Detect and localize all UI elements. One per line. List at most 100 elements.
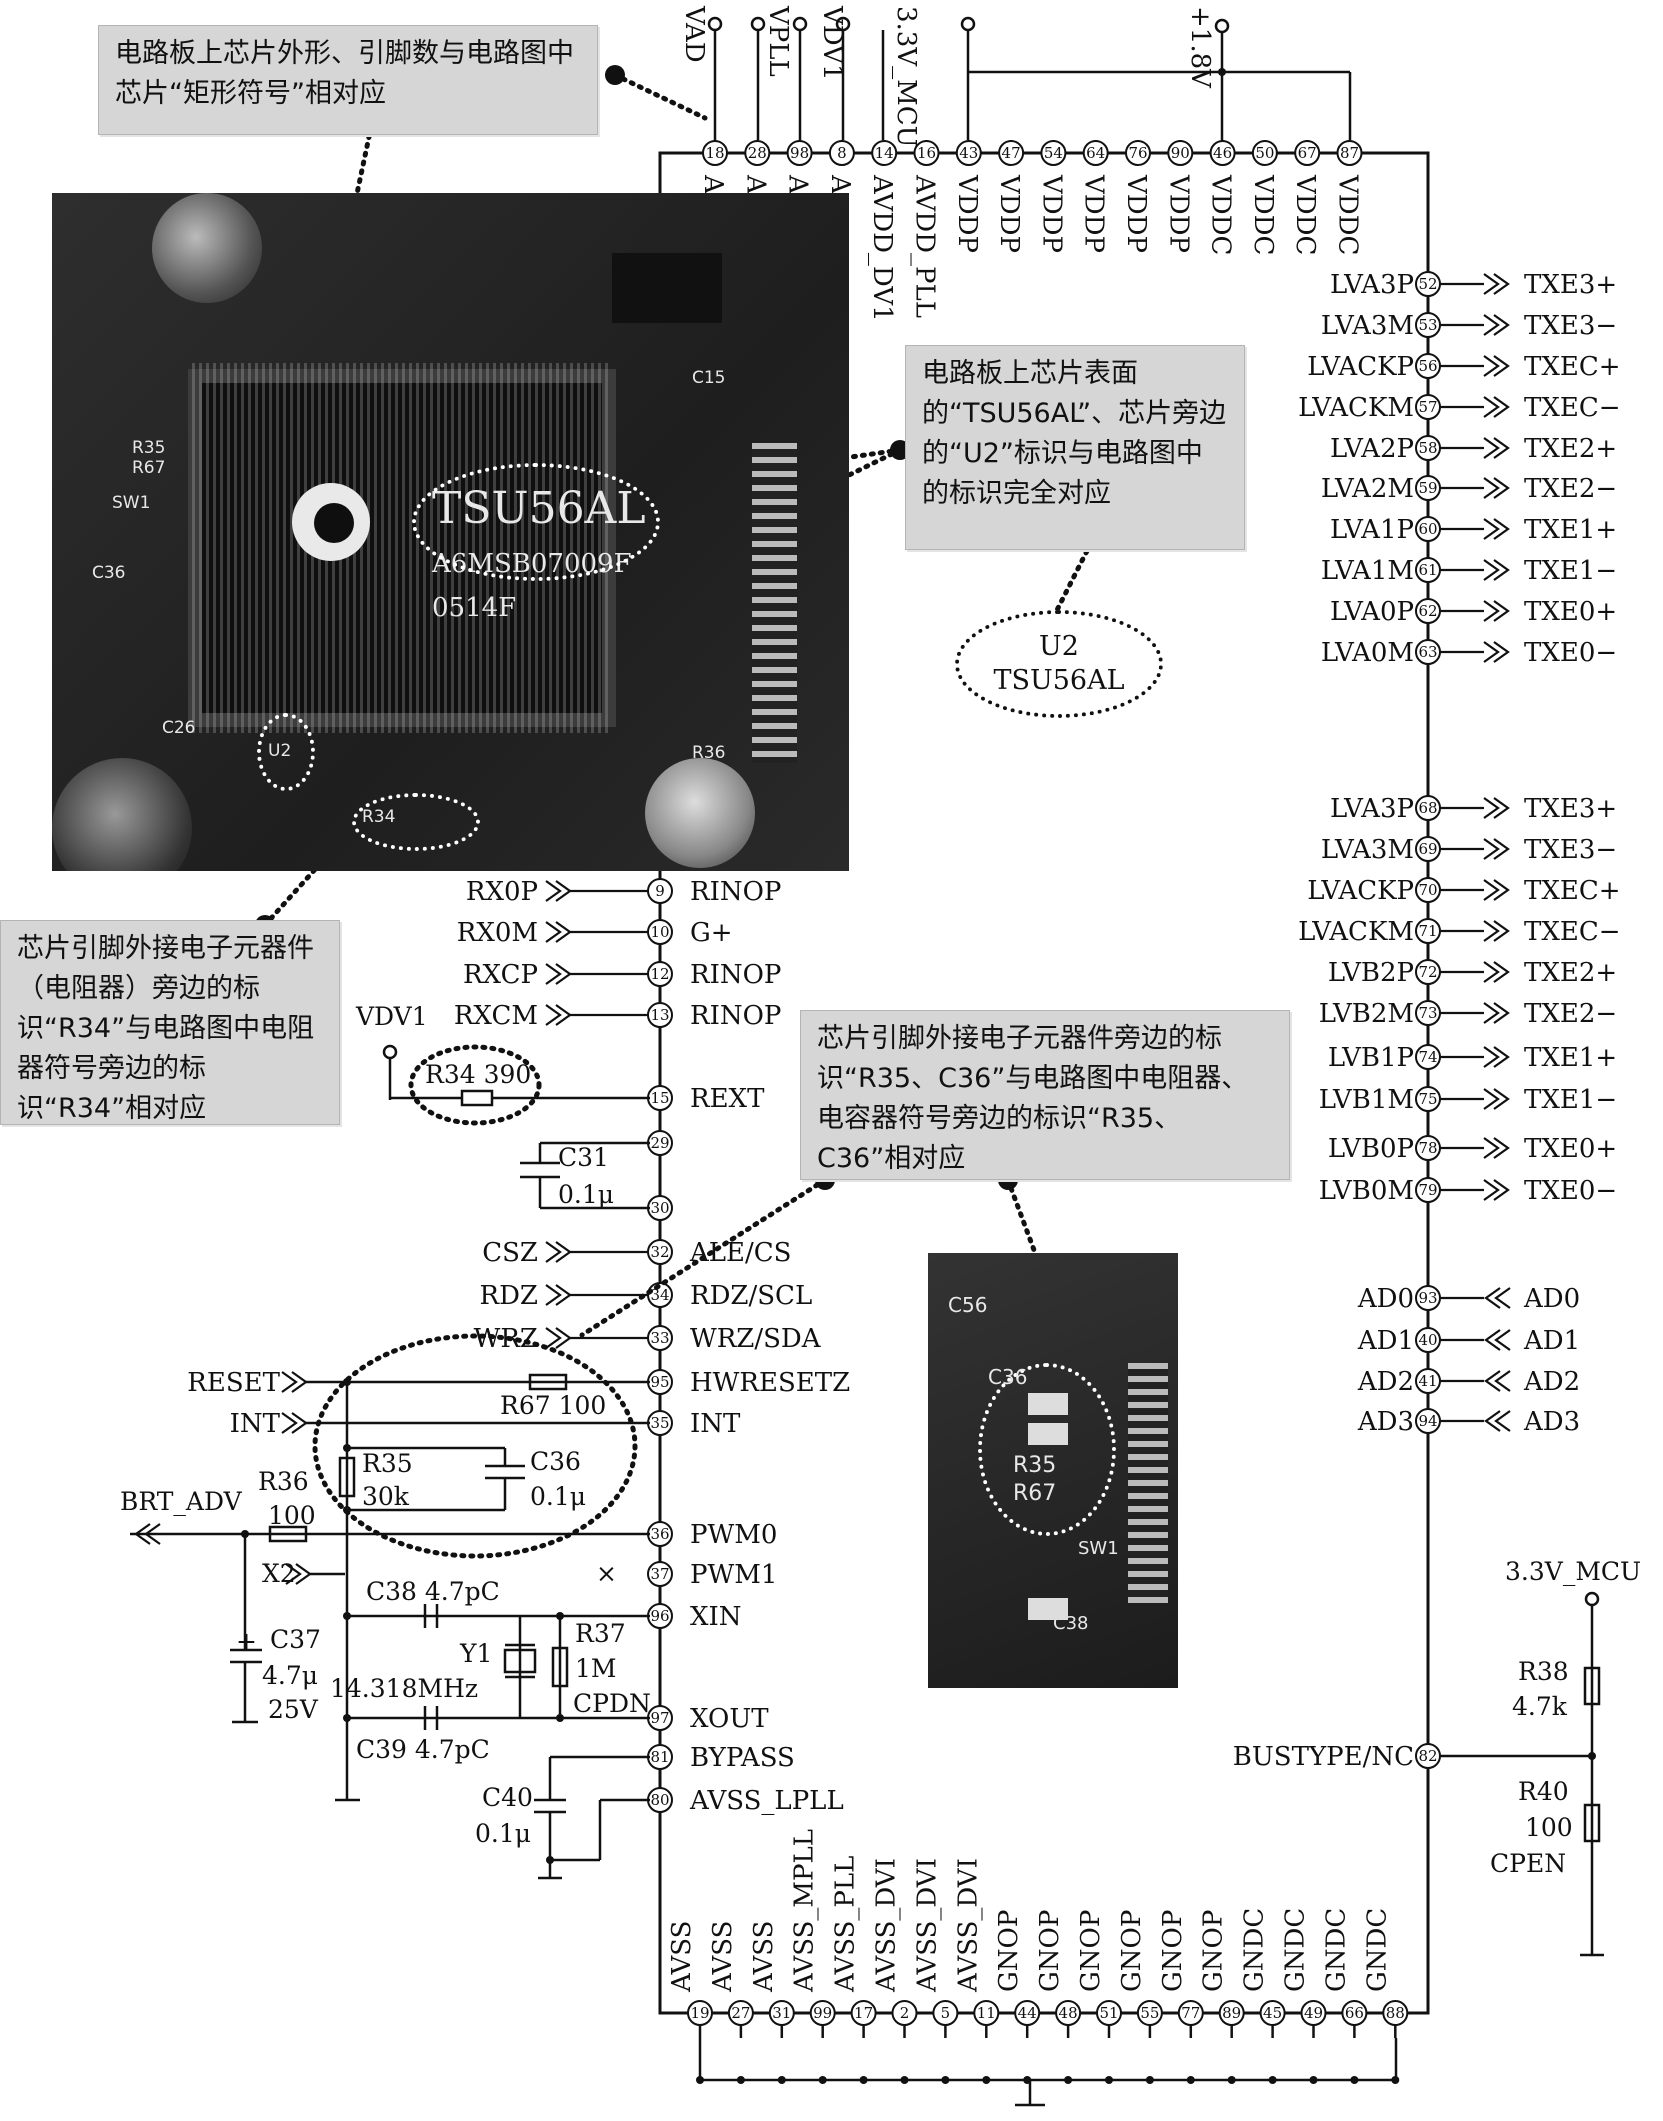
right-pin-68-number: 68 <box>1418 799 1437 817</box>
capacitor-bottom-right <box>645 758 755 868</box>
bottom-pin-name: AVSS_DVI <box>912 1858 942 1993</box>
output-arrow <box>1483 355 1510 377</box>
r40-val: 100 <box>1525 1813 1573 1842</box>
small-c56-label: C56 <box>948 1293 988 1317</box>
right-net-label: TXE1+ <box>1524 1043 1617 1073</box>
top-pin-name: AVDD_PLL <box>910 174 940 318</box>
small-smd-1 <box>1028 1393 1068 1415</box>
right-net-label: TXE0+ <box>1524 597 1617 627</box>
bottom-pins: 19AVSS27AVSS31AVSS99AVSS_MPLL17AVSS_PLL2… <box>667 1829 1409 2084</box>
bottom-pin-name: GNOP <box>1117 1910 1147 1992</box>
small-c36-label: C36 <box>988 1365 1028 1389</box>
bottom-pin-19-circle <box>687 2000 713 2026</box>
top-pin-name: VDDC <box>1248 174 1278 255</box>
top-pin-name: A <box>698 174 728 195</box>
top-pin-47-circle <box>998 140 1025 166</box>
top-pin-8-number: 8 <box>837 144 847 162</box>
top-pin-87-number: 87 <box>1340 144 1359 162</box>
brt-label: BRT_ADV <box>120 1487 243 1516</box>
capacitor-bottom-left <box>52 758 192 871</box>
left-pin-37-circle <box>647 1561 673 1587</box>
ic-8pin <box>612 253 722 323</box>
right-pin-71-number: 71 <box>1418 922 1437 940</box>
small-oval-marker <box>978 1363 1116 1536</box>
left-pin-name: PWM0 <box>690 1520 777 1550</box>
bottom-pin-5-number: 5 <box>941 2004 951 2022</box>
right-pin-name: LVA1P <box>1330 515 1414 545</box>
right-pin-79-number: 79 <box>1418 1181 1437 1199</box>
left-pin-12-number: 12 <box>650 965 669 983</box>
left-pin-name: XIN <box>690 1602 742 1632</box>
output-arrow <box>1483 273 1510 295</box>
right-net-label: TXE2− <box>1524 999 1617 1029</box>
right-pin-53-number: 53 <box>1418 316 1437 334</box>
rail-vdv1: VDV1 <box>817 5 847 80</box>
connector-strip <box>752 443 797 763</box>
right-pin-name: LVACKP <box>1307 352 1414 382</box>
nc-mark: × <box>596 1559 617 1588</box>
bottom-pin-45-number: 45 <box>1263 2004 1282 2022</box>
input-arrow <box>545 1284 572 1306</box>
right-pin-69-number: 69 <box>1418 840 1437 858</box>
right-net-label: TXEC+ <box>1524 876 1621 906</box>
small-r67-label: R67 <box>1013 1481 1057 1506</box>
pcb-r67-label: R67 <box>132 458 166 478</box>
chip-logo-swirl <box>314 503 354 543</box>
mcu-label: 3.3V_MCU <box>1505 1557 1641 1586</box>
top-pin-54-number: 54 <box>1044 144 1063 162</box>
top-pin-46-circle <box>1209 140 1236 166</box>
left-pin-9-number: 9 <box>655 882 665 900</box>
left-pin-name: RDZ/SCL <box>690 1281 812 1311</box>
right-pin-name: LVA0M <box>1321 638 1414 668</box>
right-pin-name: LVB1P <box>1328 1043 1414 1073</box>
top-pin-76-number: 76 <box>1128 144 1147 162</box>
right-pin-name: LVA0P <box>1330 597 1414 627</box>
bottom-pin-name: AVSS <box>667 1921 697 1993</box>
bottom-pin-31-circle <box>768 2000 795 2026</box>
top-pin-28-circle <box>744 140 771 166</box>
pcb-r35-label: R35 <box>132 438 166 458</box>
top-pin-64-circle <box>1082 140 1109 166</box>
bottom-pin-name: GNOP <box>1199 1910 1229 1992</box>
component-labels: VDV1 R34 390 C31 0.1μ R67 100 R35 30k C3… <box>120 1002 1641 1878</box>
c37-plus: + <box>236 1627 257 1656</box>
top-pin-name: AVDD_DV1 <box>867 174 897 322</box>
right-pin-name: BUSTYPE/NC <box>1233 1742 1414 1772</box>
pcb-c15-label: C15 <box>692 368 726 388</box>
output-arrow <box>1483 961 1510 983</box>
left-net-label: RX0M <box>457 918 538 948</box>
output-arrow <box>1483 396 1510 418</box>
output-arrow <box>1483 477 1510 499</box>
output-arrow <box>1483 879 1510 901</box>
output-arrow <box>1483 838 1510 860</box>
right-pin-name: AD3 <box>1357 1407 1414 1437</box>
input-arrow <box>1484 1410 1511 1432</box>
callout-r35-c36: 芯片引脚外接电子元器件旁边的标识“R35、C36”与电路图中电阻器、电容器符号旁… <box>800 1010 1290 1180</box>
pcb-photo-small: R35 R67 C36 C56 SW1 C38 <box>928 1253 1178 1688</box>
top-pin-14-circle <box>871 140 898 166</box>
top-pin-name: VDDC <box>1290 174 1320 255</box>
right-net-label: TXE2+ <box>1524 958 1617 988</box>
left-pin-81-number: 81 <box>650 1748 669 1766</box>
bottom-pin-66-circle <box>1341 2000 1368 2026</box>
left-net-label: RX0P <box>466 877 538 907</box>
bottom-pin-66-number: 66 <box>1345 2004 1364 2022</box>
right-pin-name: LVACKP <box>1307 876 1414 906</box>
bottom-pin-name: GNDC <box>1281 1908 1311 1992</box>
callout-chip-marking: 电路板上芯片表面的“TSU56AL”、芯片旁边的“U2”标识与电路图中的标识完全… <box>905 345 1245 550</box>
top-pin-46-number: 46 <box>1213 144 1232 162</box>
input-arrow <box>545 921 572 943</box>
right-pin-name: LVB1M <box>1319 1085 1414 1115</box>
right-pin-73-number: 73 <box>1418 1004 1437 1022</box>
left-net-label: WRZ <box>474 1324 538 1354</box>
pcb-photo-main: TSU56AL A6MSB07009F 0514F U2 R34 R35 R67… <box>52 193 849 871</box>
right-pin-name: LVA3P <box>1330 270 1414 300</box>
right-net-label: AD1 <box>1523 1326 1580 1356</box>
bottom-pin-55-circle <box>1136 2000 1163 2026</box>
bottom-pin-89-circle <box>1218 2000 1245 2026</box>
pcb-c26-label: C26 <box>162 718 196 738</box>
right-pin-56-number: 56 <box>1418 357 1437 375</box>
right-net-label: TXE2+ <box>1524 434 1617 464</box>
